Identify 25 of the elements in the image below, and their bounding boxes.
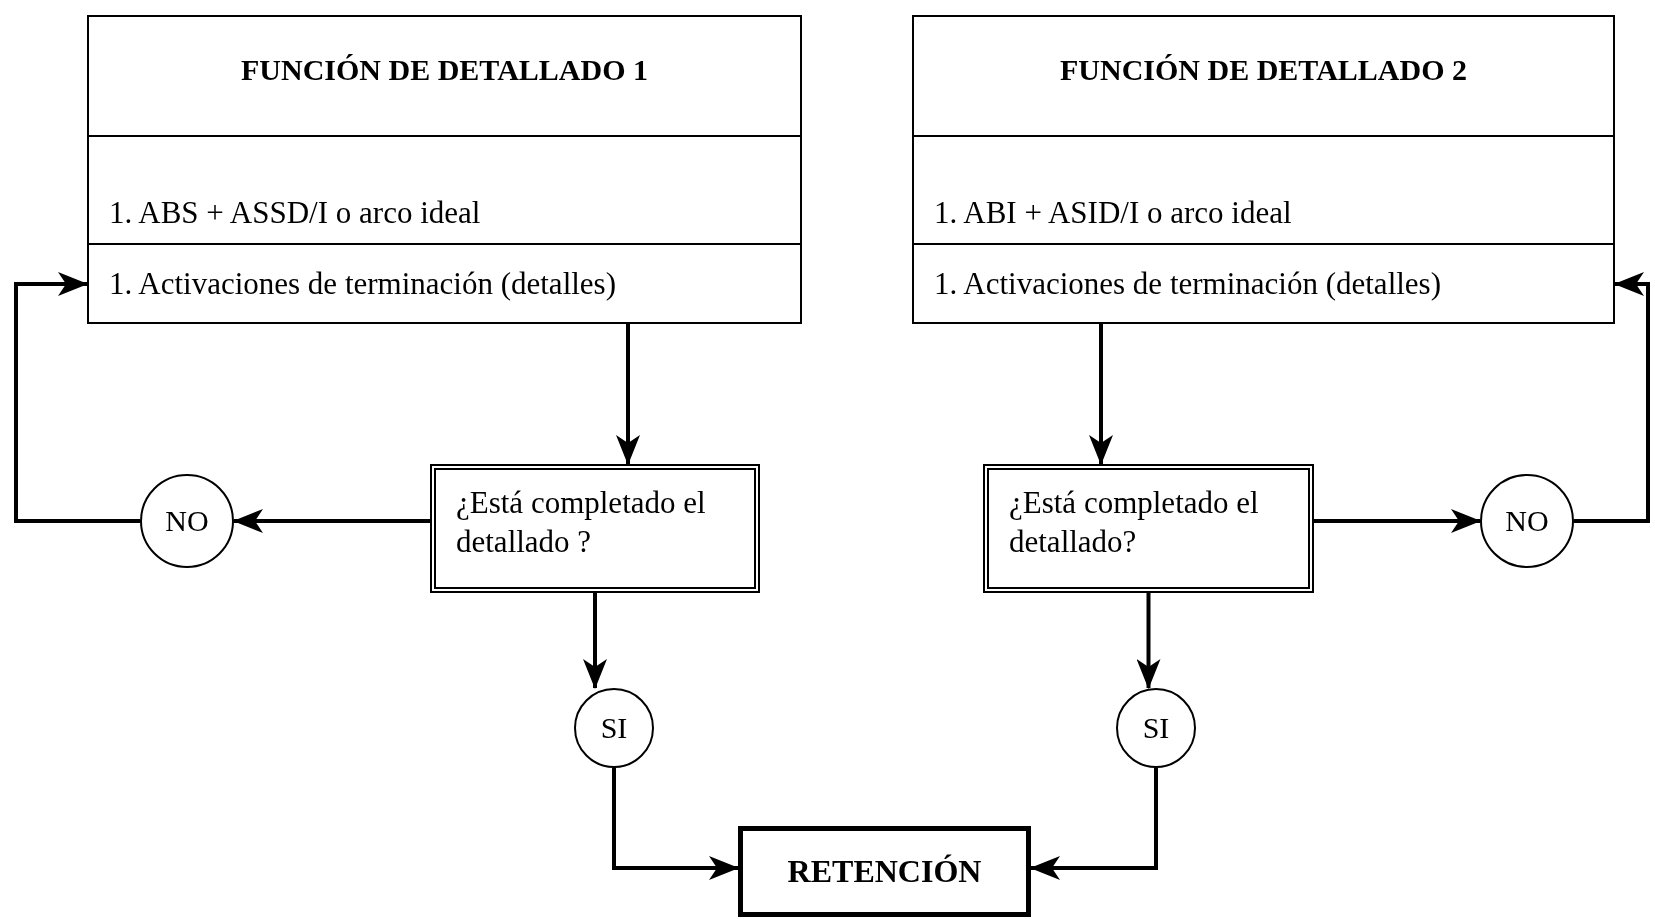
arrow	[1136, 593, 1161, 689]
decision-box: ¿Está completado el detallado?	[983, 464, 1314, 593]
answer-circle: SI	[1116, 688, 1196, 768]
box-title: FUNCIÓN DE DETALLADO 1	[240, 52, 649, 89]
process-box	[87, 15, 802, 324]
arrow	[1089, 324, 1113, 465]
answer-circle: SI	[574, 688, 654, 768]
answer-circle: NO	[1480, 474, 1574, 568]
arrow	[14, 272, 140, 523]
arrow	[1030, 768, 1158, 880]
box-title: FUNCIÓN DE DETALLADO 2	[1059, 52, 1468, 89]
box-text: 1. ABI + ASID/I o arco ideal	[914, 135, 1613, 244]
arrow	[616, 324, 640, 465]
arrow	[1314, 509, 1481, 533]
arrow	[1574, 272, 1650, 523]
box-text: 1. Activaciones de terminación (detalles)	[89, 243, 800, 322]
decision-box: ¿Está completado el detallado ?	[430, 464, 760, 593]
arrow	[583, 593, 607, 689]
box-text: 1. ABS + ASSD/I o arco ideal	[89, 135, 800, 244]
arrow	[612, 768, 739, 880]
arrow	[233, 509, 430, 533]
answer-circle: NO	[140, 474, 234, 568]
box-text: 1. Activaciones de terminación (detalles)	[914, 243, 1613, 322]
terminal-box: RETENCIÓN	[738, 826, 1031, 917]
process-box	[912, 15, 1615, 324]
